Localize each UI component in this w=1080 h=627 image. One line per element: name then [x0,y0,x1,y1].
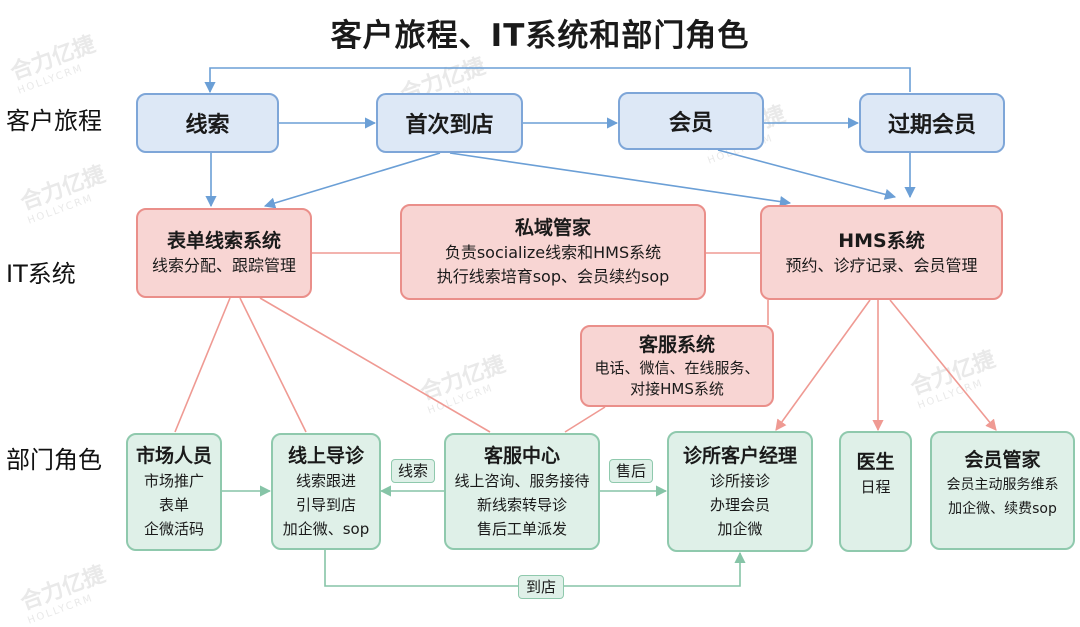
connector-visit-to-form [263,152,441,209]
connector-visit-to-hms [449,152,792,208]
journey-first-visit-label: 首次到店 [405,113,494,138]
dept-guide-desc-3: 加企微、sop [282,519,370,538]
system-private-title: 私域管家 [514,217,591,239]
dept-guide-desc-1: 线索跟进 [295,471,356,490]
connector-form-guide [239,297,307,433]
diagram-title: 客户旅程、IT系统和部门角色 [330,18,750,54]
system-private-domain: 私域管家 负责socialize线索和HMS系统 执行线索培育sop、会员续约s… [400,204,706,300]
journey-lead-label: 线索 [185,113,230,138]
connector-hms-clinic [775,299,871,431]
edge-label-lead: 线索 [391,459,435,483]
dept-online-guide: 线上导诊 线索跟进 引导到店 加企微、sop [271,433,381,550]
dept-marketing-desc-1: 市场推广 [143,472,204,490]
dept-cs-center: 客服中心 线上咨询、服务接待 新线索转导诊 售后工单派发 [444,433,600,550]
journey-loop-connector [204,67,911,94]
dept-cscenter-desc-2: 新线索转导诊 [476,495,567,514]
dept-marketing-desc-3: 企微活码 [143,520,204,538]
dept-clinic-desc-2: 办理会员 [709,495,770,514]
dept-membermgr-desc-1: 会员主动服务维系 [946,477,1059,493]
dept-marketing: 市场人员 市场推广 表单 企微活码 [126,433,222,551]
journey-expired-label: 过期会员 [887,113,976,138]
row-label-dept: 部门角色 [6,446,102,474]
system-cs-desc-2: 对接HMS系统 [630,380,724,398]
dept-clinic-desc-1: 诊所接诊 [709,471,770,490]
connector-member-to-hms [717,149,897,200]
system-hms-title: HMS系统 [838,229,925,252]
journey-member-label: 会员 [668,111,713,136]
system-private-desc-1: 负责socialize线索和HMS系统 [444,243,662,262]
connector-form-marketing [174,297,231,433]
dept-cscenter-title: 客服中心 [483,444,560,467]
journey-first-visit: 首次到店 [376,93,523,153]
dept-cscenter-desc-1: 线上咨询、服务接待 [454,471,590,490]
connector-hms-membermgr [889,299,997,431]
dept-guide-title: 线上导诊 [287,444,364,467]
dept-doctor: 医生 日程 [839,431,912,552]
system-hms-desc: 预约、诊疗记录、会员管理 [785,255,978,275]
system-customer-service: 客服系统 电话、微信、在线服务、 对接HMS系统 [580,325,774,407]
dept-member-manager: 会员管家 会员主动服务维系 加企微、续费sop [930,431,1075,550]
system-cs-title: 客服系统 [638,334,715,356]
dept-doctor-desc: 日程 [860,478,891,496]
edge-label-after-sales: 售后 [609,459,653,483]
journey-member: 会员 [618,92,764,150]
row-label-it: IT系统 [6,260,76,288]
dept-marketing-title: 市场人员 [135,445,212,467]
dept-clinic-title: 诊所客户经理 [682,444,797,467]
dept-guide-desc-2: 引导到店 [295,495,356,514]
dept-membermgr-desc-2: 加企微、续费sop [948,501,1057,517]
connector-layer [174,67,997,587]
system-private-desc-2: 执行线索培育sop、会员续约sop [436,267,670,286]
edge-label-to-store: 到店 [518,575,564,599]
dept-clinic-manager: 诊所客户经理 诊所接诊 办理会员 加企微 [667,431,813,552]
system-hms: HMS系统 预约、诊疗记录、会员管理 [760,205,1003,300]
connector-cs-cscenter [564,406,606,433]
dept-marketing-desc-2: 表单 [158,496,189,514]
dept-doctor-title: 医生 [856,451,895,473]
dept-cscenter-desc-3: 售后工单派发 [476,519,567,538]
system-form-desc: 线索分配、跟踪管理 [151,256,296,275]
system-cs-desc-1: 电话、微信、在线服务、 [594,359,760,377]
journey-lead: 线索 [136,93,279,153]
system-form-leads: 表单线索系统 线索分配、跟踪管理 [136,208,312,298]
system-form-title: 表单线索系统 [166,230,281,252]
connector-form-cscenter [259,297,491,433]
dept-membermgr-title: 会员管家 [964,449,1041,471]
row-label-journey: 客户旅程 [6,107,102,135]
journey-expired-member: 过期会员 [859,93,1005,153]
dept-clinic-desc-3: 加企微 [717,519,763,538]
